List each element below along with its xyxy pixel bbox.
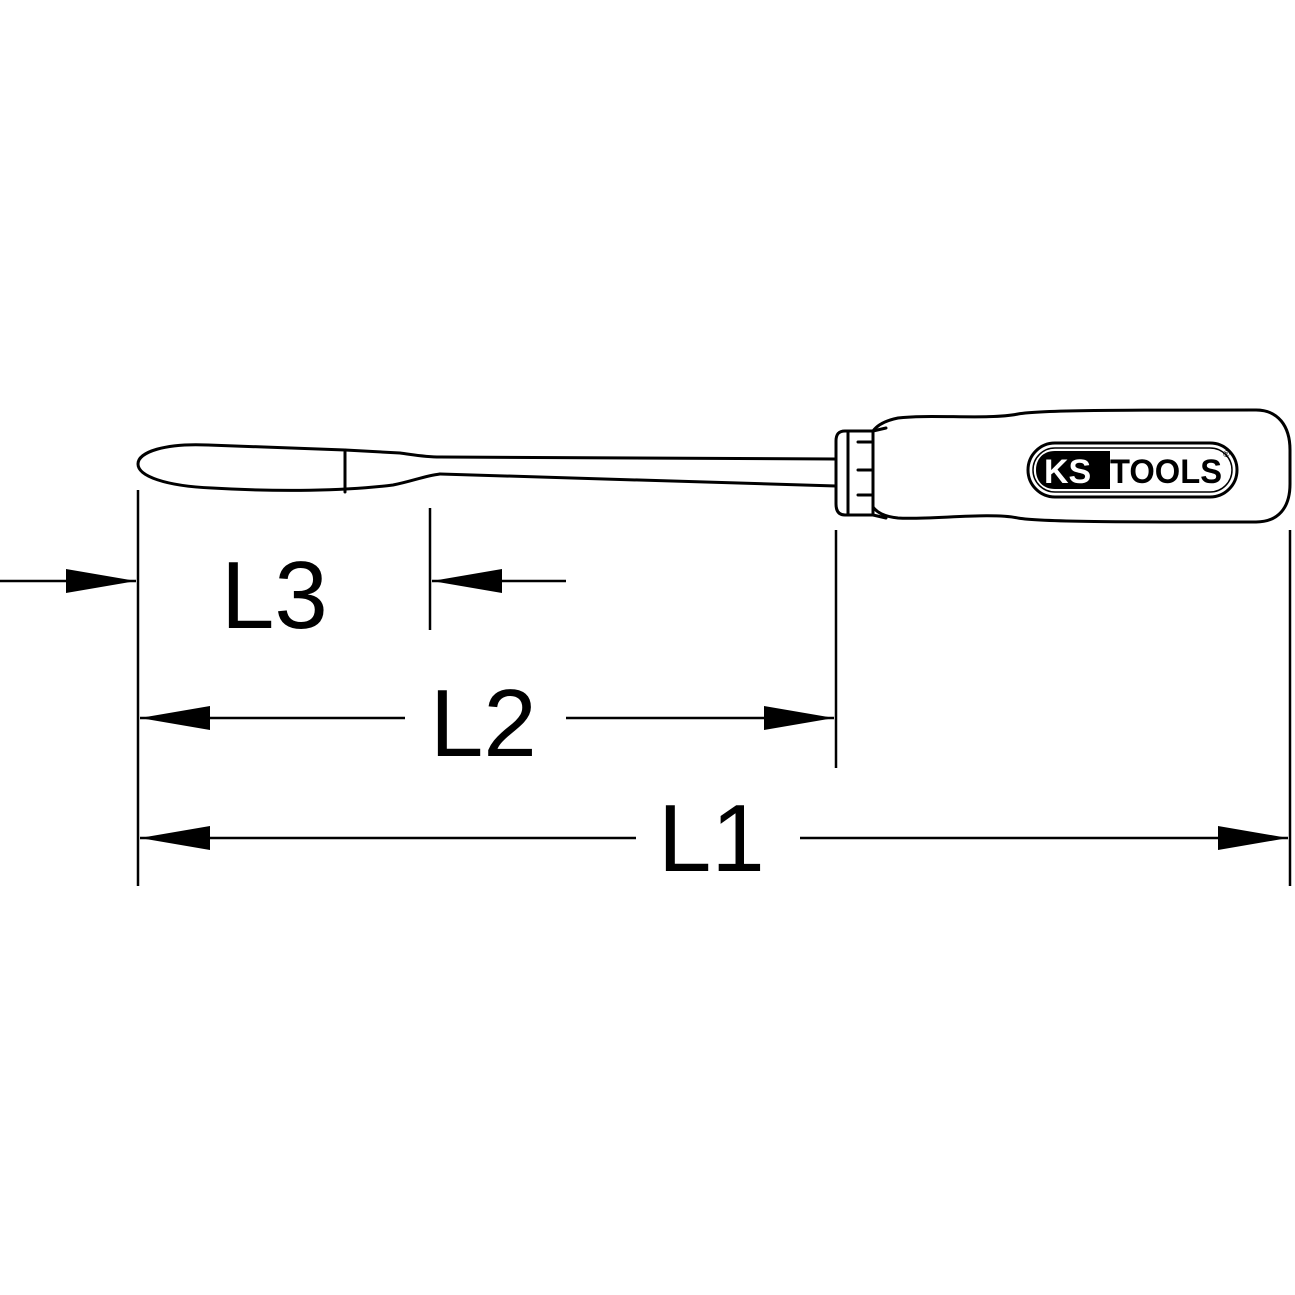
shaft xyxy=(343,448,838,461)
shaft-bottom xyxy=(438,472,838,488)
logo-ks-badge xyxy=(1036,451,1110,489)
logo-inner-frame xyxy=(1032,447,1233,493)
blade-tip xyxy=(136,443,442,492)
label-l3: L3 xyxy=(221,542,328,649)
label-l1: L1 xyxy=(658,785,765,892)
ferrule-groove-3 xyxy=(871,513,888,520)
logo-registered-mark: ® xyxy=(1223,449,1230,459)
extension-lines xyxy=(136,490,1292,886)
ks-tools-logo: KS TOOLS ® xyxy=(1026,441,1239,499)
screwdriver-drawing xyxy=(136,408,1292,524)
logo-tools-text: TOOLS xyxy=(1110,453,1222,491)
label-l2: L2 xyxy=(430,670,537,777)
handle xyxy=(871,408,1292,524)
ferrule xyxy=(834,429,875,517)
logo-ks-text: KS xyxy=(1044,453,1091,491)
